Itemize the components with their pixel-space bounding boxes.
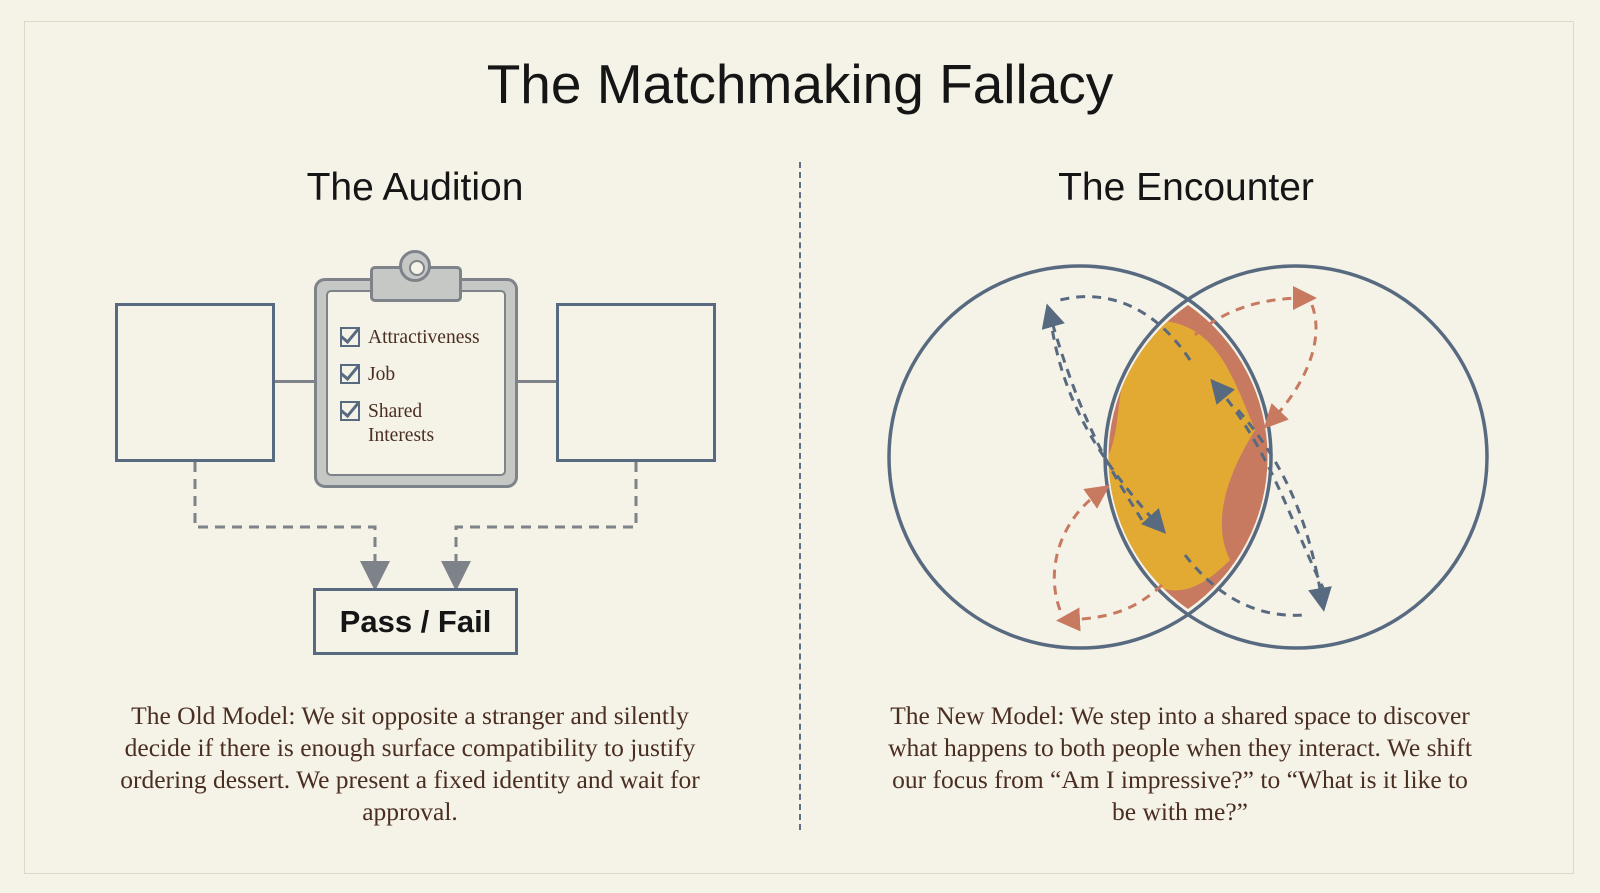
checklist-item-shared-interests: Shared Interests: [340, 400, 470, 448]
connector-right: [518, 380, 556, 383]
arrow-icon: [1183, 554, 1306, 617]
person-box-left: [115, 303, 275, 462]
checklist-item-job: Job: [340, 363, 395, 387]
section-divider: [799, 162, 801, 830]
arrow-icon: [1052, 485, 1110, 611]
checkbox-icon: [340, 364, 360, 384]
venn-circle-left: [887, 264, 1273, 650]
checklist-label: Shared Interests: [368, 401, 435, 446]
arrow-icon: [1056, 583, 1164, 632]
arrow-icon: [1041, 303, 1144, 521]
checklist-item-attractiveness: Attractiveness: [340, 326, 480, 350]
arrow-icon: [1059, 295, 1192, 361]
arrow-icon: [1263, 304, 1318, 429]
audition-heading: The Audition: [306, 166, 524, 209]
arrow-icon: [1236, 409, 1332, 612]
pass-fail-box: Pass / Fail: [313, 588, 518, 655]
flow-arrow-right: [441, 462, 638, 591]
connector-left: [275, 380, 314, 383]
encounter-heading: The Encounter: [1058, 166, 1314, 209]
venn-circle-right: [1103, 264, 1489, 650]
checklist-label: Job: [368, 364, 396, 385]
checkbox-icon: [340, 327, 360, 347]
clipboard-ring: [399, 250, 431, 282]
arrow-icon: [1210, 378, 1327, 593]
person-box-right: [556, 303, 716, 462]
checkbox-icon: [340, 401, 360, 421]
flow-arrow-left: [193, 462, 390, 591]
clipboard-clip: [370, 266, 462, 302]
checklist-label: Attractiveness: [368, 327, 480, 348]
slide-title: The Matchmaking Fallacy: [486, 53, 1114, 115]
new-model-description: The New Model: We step into a shared spa…: [888, 701, 1472, 826]
venn-overlap: [1108, 305, 1268, 609]
slide-frame: [24, 21, 1574, 874]
old-model-description: The Old Model: We sit opposite a strange…: [120, 701, 700, 826]
